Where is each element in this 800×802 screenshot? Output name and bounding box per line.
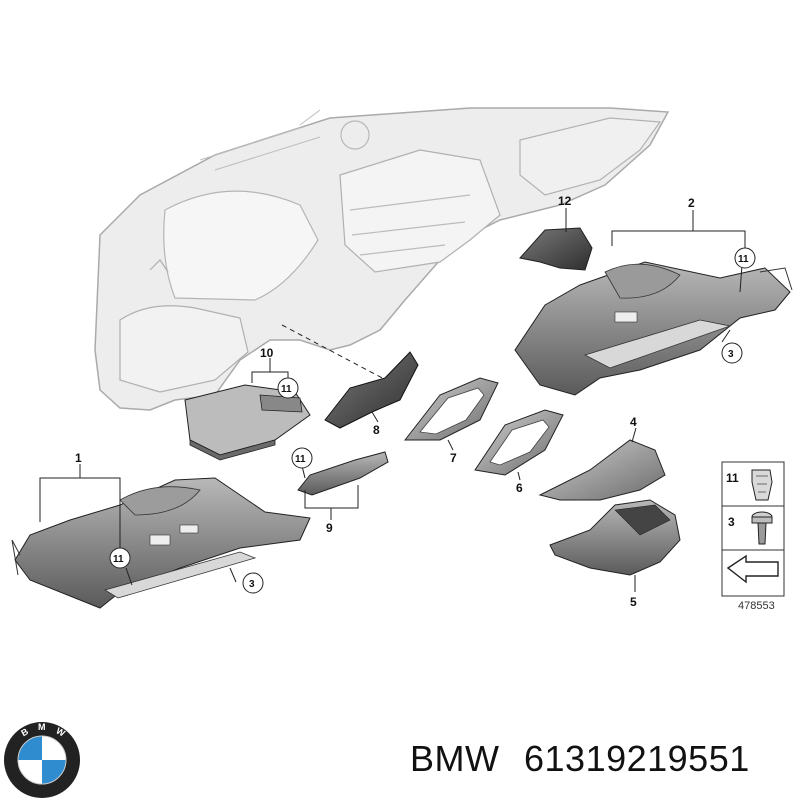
- bmw-logo: B M W: [4, 722, 80, 798]
- svg-text:3: 3: [728, 349, 734, 360]
- svg-text:3: 3: [249, 579, 255, 590]
- screw-icon: [751, 511, 773, 545]
- callout-10: 10: [260, 346, 274, 360]
- part-12-trim-cover: [519, 208, 593, 271]
- part-6-ring-trim: [474, 409, 564, 481]
- dashboard-outline: [94, 107, 670, 411]
- part-5-lower-column-cover: [549, 499, 681, 592]
- circle-callout-11-trim: 11: [291, 447, 313, 469]
- arrow-symbol-icon: [726, 554, 779, 584]
- part-9-small-trim: [297, 451, 389, 520]
- fastener-legend: 11 3 478553: [721, 461, 785, 612]
- callout-1: 1: [75, 451, 82, 465]
- callout-4: 4: [630, 415, 637, 429]
- circled-callouts: 3 3 11 11 11 11: [109, 247, 756, 594]
- callout-8: 8: [373, 423, 380, 437]
- circle-callout-3-left: 3: [242, 572, 264, 594]
- svg-text:11: 11: [295, 454, 306, 465]
- part-caption: BMW 61319219551: [410, 738, 750, 780]
- callout-7: 7: [450, 451, 457, 465]
- part-10-glove-box: [184, 358, 311, 461]
- svg-text:11: 11: [738, 254, 749, 265]
- callout-9: 9: [326, 521, 333, 535]
- part-8-trim-strip: [324, 351, 419, 429]
- callout-labels: 1 2 4 5 6 7 8 9 10 12: [75, 194, 695, 609]
- svg-text:11: 11: [113, 554, 124, 565]
- circle-callout-11-right: 11: [734, 247, 756, 269]
- logo-letter-b: B: [19, 726, 30, 738]
- callout-6: 6: [516, 481, 523, 495]
- logo-letter-m: M: [38, 722, 46, 732]
- part-4-upper-column-cover: [538, 427, 666, 501]
- clip-icon: [751, 469, 773, 501]
- callout-12: 12: [558, 194, 572, 208]
- circle-callout-11-glovebox: 11: [277, 377, 299, 399]
- circle-callout-11-left: 11: [109, 547, 131, 569]
- brand-name: BMW: [410, 738, 500, 779]
- callout-2: 2: [688, 196, 695, 210]
- callout-5: 5: [630, 595, 637, 609]
- part-number: 61319219551: [524, 738, 750, 779]
- part-7-ring-trim: [403, 377, 499, 451]
- drawing-number: 478553: [738, 600, 775, 612]
- svg-text:11: 11: [281, 384, 292, 395]
- legend-screw-label: 3: [728, 515, 735, 529]
- part-2-right-trim-panel: [514, 210, 793, 396]
- legend-clip-label: 11: [726, 471, 739, 485]
- part-1-left-trim-panel: [11, 464, 311, 609]
- circle-callout-3-right: 3: [721, 342, 743, 364]
